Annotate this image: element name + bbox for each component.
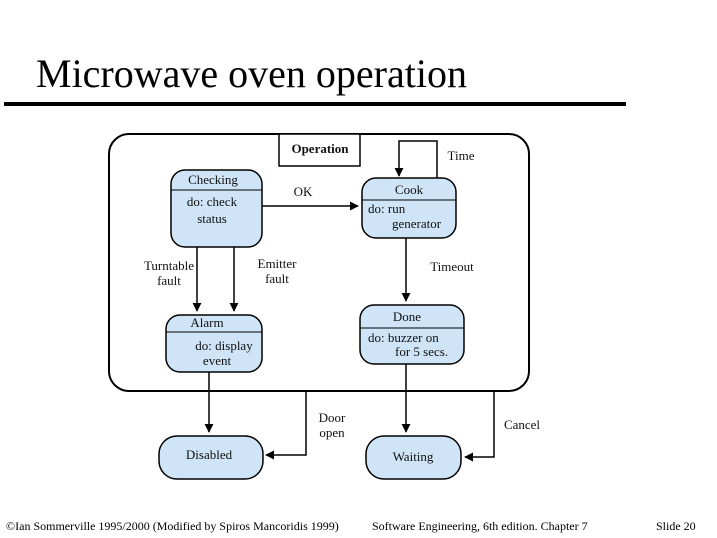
transition-emitter-fault-label-2: fault [265, 271, 289, 286]
state-cook-name: Cook [395, 182, 424, 197]
transition-time-label: Time [448, 148, 475, 163]
transition-timeout-label: Timeout [430, 259, 474, 274]
transition-cancel-label: Cancel [504, 417, 540, 432]
state-done: Done do: buzzer on for 5 secs. [359, 304, 465, 365]
state-done-name: Done [393, 309, 421, 324]
state-alarm-activity-2: event [203, 353, 232, 368]
state-checking-activity-1: do: check [187, 194, 238, 209]
transition-door-open-label-1: Door [319, 410, 346, 425]
state-disabled: Disabled [158, 435, 264, 480]
state-cook-activity-2: generator [392, 216, 442, 231]
slide-title: Microwave oven operation [36, 51, 467, 96]
transition-cancel-arrow [464, 391, 495, 462]
title-underline [4, 102, 626, 106]
operation-label-box [278, 133, 361, 167]
state-checking-name: Checking [188, 172, 238, 187]
transition-turntable-fault-label-1: Turntable [144, 258, 194, 273]
transition-emitter-fault-label-1: Emitter [258, 256, 298, 271]
transition-time-arrow [394, 140, 438, 178]
state-waiting: Waiting [365, 435, 462, 480]
state-checking-activity-2: status [197, 211, 227, 226]
state-alarm: Alarm do: display event [165, 314, 263, 373]
transition-door-open-label-2: open [319, 425, 345, 440]
state-alarm-name: Alarm [190, 315, 223, 330]
state-done-activity-2: for 5 secs. [395, 344, 448, 359]
state-cook: Cook do: run generator [361, 177, 457, 239]
state-done-activity-1: do: buzzer on [368, 330, 439, 345]
transition-door-open-arrow [265, 391, 307, 460]
state-disabled-name: Disabled [186, 447, 233, 462]
footer-copyright: ©Ian Sommerville 1995/2000 (Modified by … [6, 519, 339, 533]
state-waiting-name: Waiting [393, 449, 434, 464]
operation-label: Operation [291, 141, 349, 156]
footer-book: Software Engineering, 6th edition. Chapt… [372, 519, 588, 533]
footer-slide-number: Slide 20 [656, 519, 696, 533]
state-checking: Checking do: check status [170, 169, 263, 248]
transition-turntable-fault-label-2: fault [157, 273, 181, 288]
transition-ok-label: OK [294, 184, 313, 199]
state-alarm-activity-1: do: display [195, 338, 253, 353]
state-cook-activity-1: do: run [368, 201, 406, 216]
